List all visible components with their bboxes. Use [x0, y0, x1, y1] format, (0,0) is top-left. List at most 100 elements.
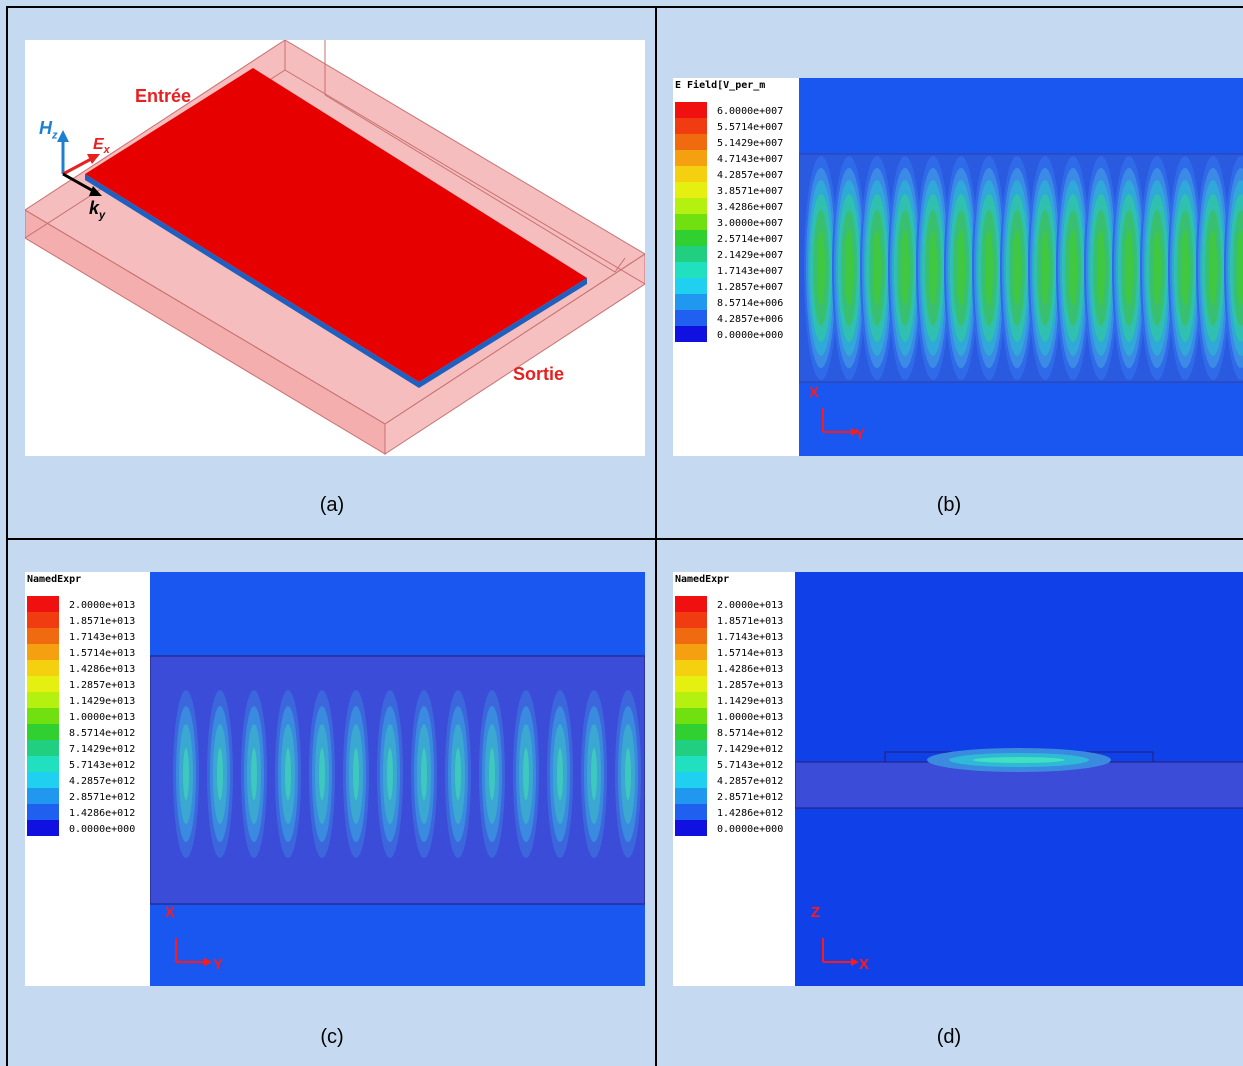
label-ky: ky [89, 198, 106, 222]
legend-value: 1.2857e+013 [69, 680, 136, 691]
field-plot-d [794, 572, 1243, 986]
legend-value: 1.4286e+013 [717, 664, 784, 675]
legend-value: 0.0000e+000 [69, 824, 136, 835]
legend-value: 2.5714e+007 [717, 234, 784, 245]
legend-swatch [675, 150, 707, 166]
legend-value: 5.5714e+007 [717, 122, 784, 133]
caption-a: (a) [319, 494, 345, 516]
legend-swatch [675, 660, 707, 676]
legend-swatch [675, 644, 707, 660]
legend-value: 2.8571e+012 [69, 792, 136, 803]
axis-arrow-c-h-head [204, 958, 212, 966]
field-lobe-b [1125, 230, 1133, 306]
legend-c-title: NamedExpr [27, 574, 82, 585]
legend-value: 1.1429e+013 [717, 696, 784, 707]
caption-d: (d) [936, 1026, 962, 1048]
legend-swatch [675, 246, 707, 262]
legend-swatch [27, 788, 59, 804]
label-sortie: Sortie [513, 364, 565, 384]
field-lobe-b [873, 230, 881, 306]
figure-grid [6, 6, 1243, 1066]
field-lobe-b [1209, 230, 1217, 306]
legend-swatch [675, 182, 707, 198]
legend-swatch [675, 214, 707, 230]
field-lobe-b [1181, 230, 1189, 306]
legend-value: 3.0000e+007 [717, 218, 784, 229]
field-plot-c-svg [149, 655, 645, 966]
legend-value: 1.4286e+013 [69, 664, 136, 675]
legend-value: 1.4286e+012 [717, 808, 784, 819]
axis-c-vertical: X [165, 904, 176, 921]
axis-b-vertical: X [809, 384, 820, 401]
field-lobe-b [957, 230, 965, 306]
field-lobe-b [985, 230, 993, 306]
legend-value: 6.0000e+007 [717, 106, 784, 117]
legend-value: 8.5714e+006 [717, 298, 784, 309]
label-hz: Hz [39, 118, 58, 142]
legend-value: 4.2857e+006 [717, 314, 784, 325]
legend-swatch [675, 326, 707, 342]
legend-swatch [675, 596, 707, 612]
field-lobe-c [251, 748, 257, 800]
metal-plate [85, 68, 587, 388]
legend-value: 7.1429e+012 [69, 744, 136, 755]
field-plot-b-svg [798, 153, 1243, 436]
legend-value: 5.7143e+012 [69, 760, 136, 771]
mode-lobe-inner [973, 757, 1065, 763]
legend-swatch [675, 118, 707, 134]
legend-swatch [27, 820, 59, 836]
legend-value: 2.0000e+013 [717, 600, 784, 611]
field-lobe-c [183, 748, 189, 800]
field-lobe-b [1069, 230, 1077, 306]
legend-value: 1.5714e+013 [717, 648, 784, 659]
axis-d-horizontal: X [859, 956, 870, 973]
legend-swatch [27, 644, 59, 660]
legend-swatch [675, 166, 707, 182]
legend-swatch [27, 724, 59, 740]
legend-value: 1.2857e+007 [717, 282, 784, 293]
caption-b: (b) [936, 494, 962, 516]
waveguide-3d-svg [25, 40, 645, 455]
field-lobe-b [817, 230, 825, 306]
legend-value: 1.8571e+013 [69, 616, 136, 627]
legend-value: 4.2857e+012 [69, 776, 136, 787]
axis-b-horizontal: Y [855, 426, 866, 443]
field-lobe-c [319, 748, 325, 800]
legend-swatch [675, 612, 707, 628]
legend-value: 4.7143e+007 [717, 154, 784, 165]
field-lobe-b [1041, 230, 1049, 306]
legend-value: 1.4286e+012 [69, 808, 136, 819]
legend-value: 1.2857e+013 [717, 680, 784, 691]
label-ex: Ex [93, 136, 110, 157]
legend-swatch [27, 628, 59, 644]
legend-value: 1.1429e+013 [69, 696, 136, 707]
legend-value: 2.8571e+012 [717, 792, 784, 803]
legend-value: 1.7143e+013 [717, 632, 784, 643]
field-lobe-c [489, 748, 495, 800]
legend-d-title: NamedExpr [675, 574, 730, 585]
legend-swatch [27, 756, 59, 772]
legend-swatch [27, 740, 59, 756]
legend-value: 0.0000e+000 [717, 330, 784, 341]
legend-value: 1.7143e+013 [69, 632, 136, 643]
legend-swatch [675, 294, 707, 310]
axis-c-horizontal: Y [213, 956, 224, 973]
legend-swatch [675, 198, 707, 214]
legend-value: 3.8571e+007 [717, 186, 784, 197]
legend-swatch [27, 692, 59, 708]
legend-swatch [675, 262, 707, 278]
field-lobe-b [1153, 230, 1161, 306]
legend-swatch [27, 708, 59, 724]
field-lobe-b [929, 230, 937, 306]
legend-value: 1.7143e+007 [717, 266, 784, 277]
legend-swatch [27, 596, 59, 612]
legend-value: 4.2857e+007 [717, 170, 784, 181]
legend-swatch [675, 820, 707, 836]
legend-swatch [675, 310, 707, 326]
legend-swatch [675, 724, 707, 740]
legend-swatch [675, 708, 707, 724]
